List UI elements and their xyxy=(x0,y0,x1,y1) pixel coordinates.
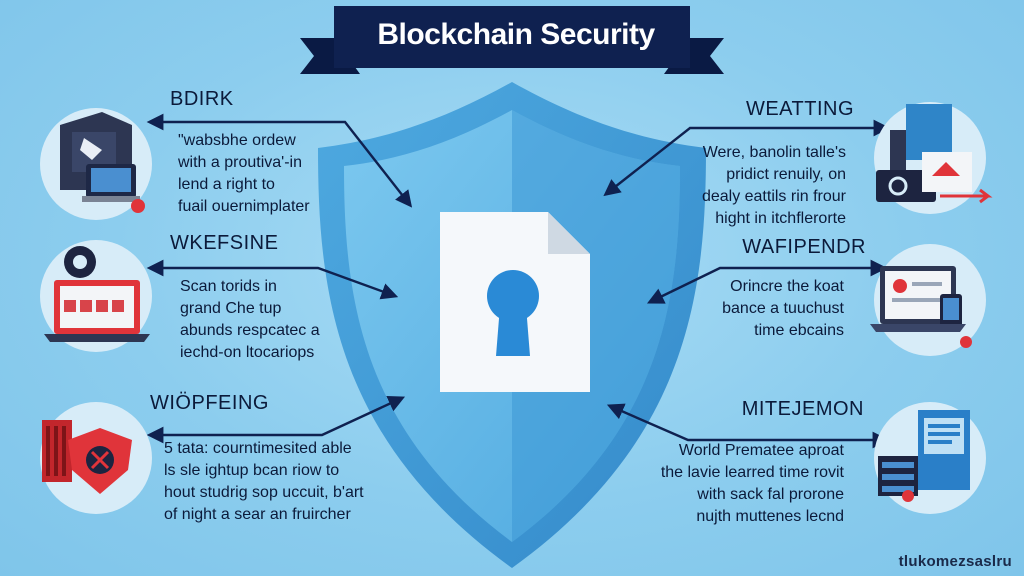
section-body-mid-right: Orincre the koat bance a tuuchust time e… xyxy=(722,276,844,342)
body-line: Were, banolin talle's xyxy=(702,144,846,161)
section-heading-bottom-left: WIÖPFEING xyxy=(150,392,269,414)
section-heading-bottom-right: MITEJEMON xyxy=(741,398,864,420)
body-line: nujth muttenes lecnd xyxy=(696,508,844,525)
connector-arrows xyxy=(146,113,891,449)
section-heading-mid-left: WKEFSINE xyxy=(170,232,279,254)
gear-laptop-icon xyxy=(40,240,152,352)
body-line: World Prematee aproat xyxy=(678,442,844,459)
body-line: Scan torids in xyxy=(180,278,277,295)
body-line: with a proutiva'-in xyxy=(178,154,302,171)
briefcase-alert-icon xyxy=(874,102,993,214)
body-line: time ebcains xyxy=(754,322,844,339)
body-line: dealy eattils rin frour xyxy=(701,188,846,205)
section-heading-mid-right: WAFIPENDR xyxy=(742,236,866,258)
body-line: with sack fal prorone xyxy=(697,486,844,503)
body-line: iechd-on ltocariops xyxy=(180,344,315,361)
section-body-top-left: "wabsbhe ordew with a proutiva'-in lend … xyxy=(178,130,310,218)
body-line: hight in itchflerorte xyxy=(715,210,846,227)
body-line: ls sle ightup bcan riow to xyxy=(164,462,340,479)
body-line: abunds respcatec a xyxy=(180,322,320,339)
body-line: "wabsbhe ordew xyxy=(178,132,296,149)
body-line: grand Che tup xyxy=(180,300,282,317)
watermark: tlukomezsaslru xyxy=(898,553,1012,570)
body-line: 5 tata: courntimesited able xyxy=(164,440,352,457)
body-line: fuail ouernimplater xyxy=(178,198,310,215)
section-body-bottom-right: World Prematee aproat the lavie learred … xyxy=(661,440,844,528)
folder-lock-icon xyxy=(40,108,152,220)
body-line: the lavie learred time rovit xyxy=(660,464,844,481)
section-body-bottom-left: 5 tata: courntimesited able ls sle ightu… xyxy=(164,438,364,526)
body-line: hout studrig sop uccuit, b'art xyxy=(164,484,364,501)
body-line: of night a sear an fruircher xyxy=(164,506,351,523)
firewall-shield-icon xyxy=(40,402,152,514)
section-heading-top-right: WEATTING xyxy=(745,98,854,120)
body-line: lend a right to xyxy=(178,176,275,193)
body-line: Orincre the koat xyxy=(730,278,844,295)
body-line: bance a tuuchust xyxy=(722,300,844,317)
title-banner xyxy=(300,6,724,74)
section-body-mid-left: Scan torids in grand Che tup abunds resp… xyxy=(180,276,320,364)
section-heading-top-left: BDIRK xyxy=(170,88,234,110)
page-title: Blockchain Security xyxy=(377,18,655,51)
section-body-top-right: Were, banolin talle's pridict renuily, o… xyxy=(702,142,846,230)
server-document-icon xyxy=(874,402,986,514)
keyhole-document-icon xyxy=(440,212,590,392)
body-line: pridict renuily, on xyxy=(726,166,846,183)
laptop-report-icon xyxy=(870,244,986,356)
